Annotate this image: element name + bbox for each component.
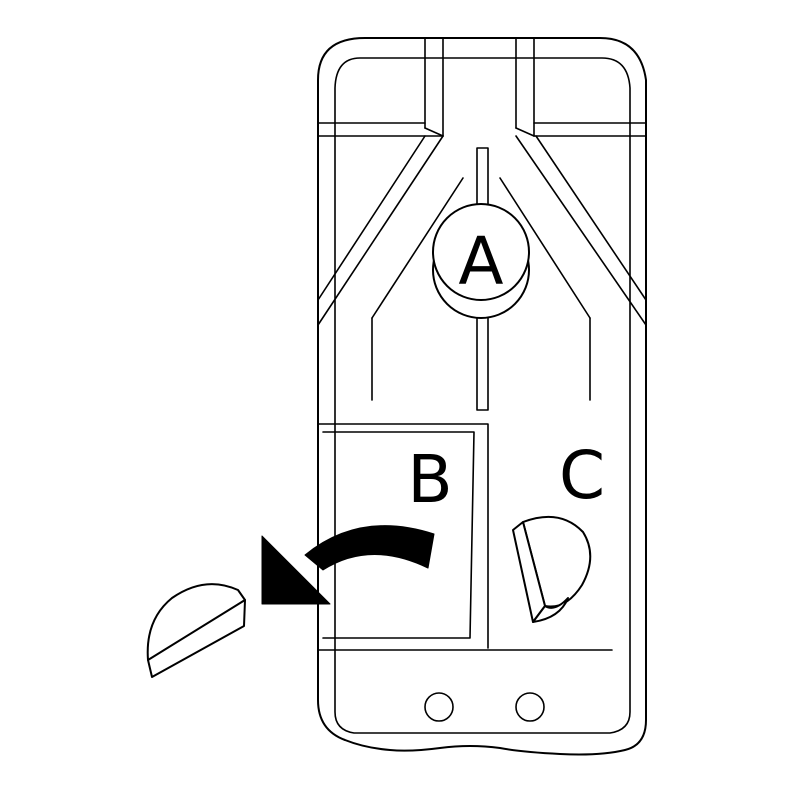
curved-arrow-icon (261, 525, 435, 605)
left-button[interactable] (424, 692, 454, 722)
top-rails (317, 37, 647, 137)
device-body (317, 37, 647, 756)
label-a: A (458, 223, 503, 300)
compartment-b[interactable]: B (317, 423, 613, 651)
label-c: C (559, 437, 605, 514)
knob-a[interactable]: A (432, 203, 530, 319)
removed-piece-icon (146, 583, 246, 678)
piece-c-icon[interactable] (512, 515, 592, 623)
bottom-buttons (424, 692, 545, 722)
funnel-rails (317, 135, 647, 401)
label-b: B (407, 441, 452, 518)
right-button[interactable] (515, 692, 545, 722)
